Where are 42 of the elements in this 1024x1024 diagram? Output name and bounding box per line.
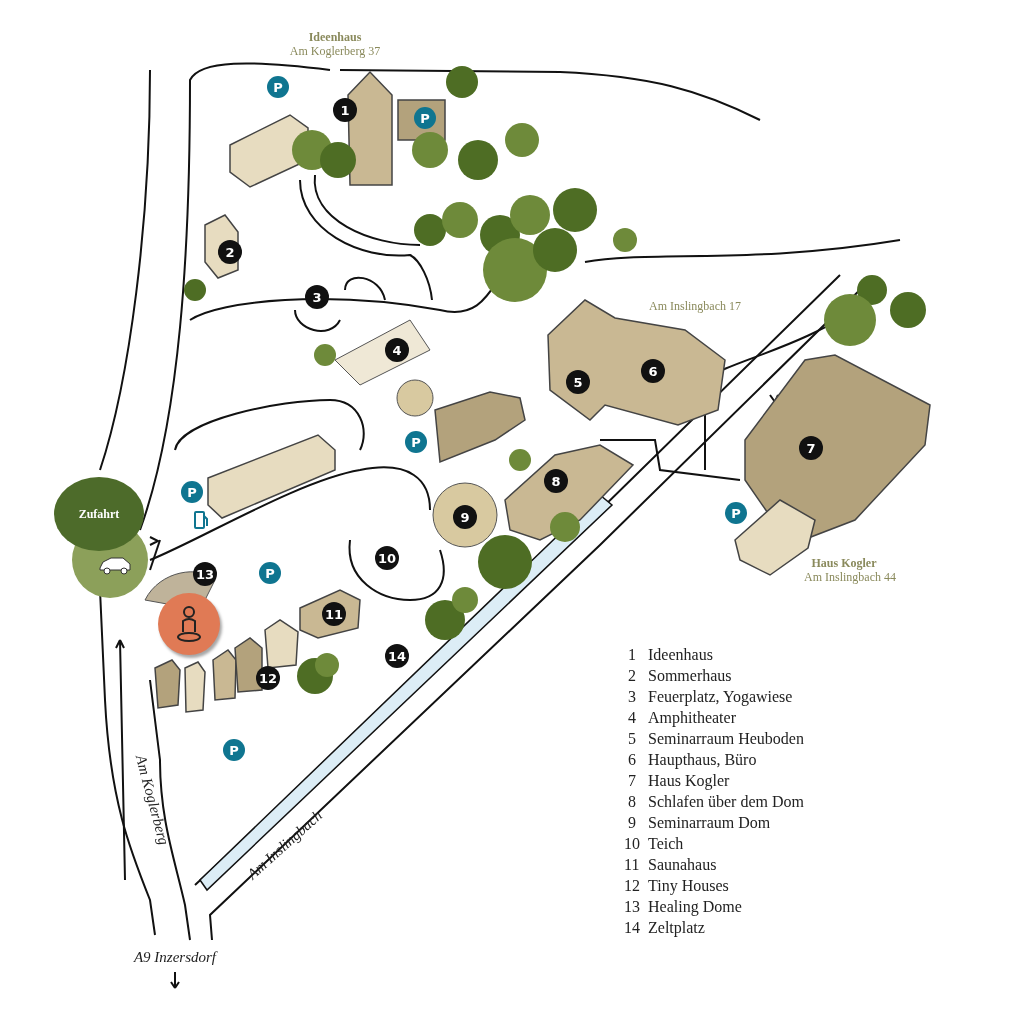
access-label: Zufahrt: [78, 506, 120, 522]
legend-entry: Amphitheater: [648, 709, 736, 727]
street-name: A9 Inzersdorf: [133, 948, 217, 966]
parking-sign: P: [181, 481, 203, 503]
building-name: Haus Kogler: [811, 555, 877, 571]
building-name: Ideenhaus: [308, 29, 362, 45]
street-name: Am Koglerberg: [131, 753, 173, 847]
legend-entry: Feuerplatz, Yogawiese: [648, 688, 793, 706]
parking-sign: P: [405, 431, 427, 453]
legend-entry: Healing Dome: [648, 898, 742, 916]
callout-number: 14: [385, 644, 409, 668]
legend-entry: Sommerhaus: [648, 667, 732, 685]
legend-number: 1: [627, 646, 636, 664]
legend-entry: Tiny Houses: [648, 877, 729, 895]
callout-number: 13: [193, 562, 217, 586]
legend-number: 4: [627, 709, 636, 727]
legend-entry: Seminarraum Dom: [648, 814, 771, 832]
legend-number: 9: [627, 814, 636, 832]
legend-entry: Teich: [648, 835, 684, 853]
address-label: Am Inslingbach 44: [804, 569, 896, 585]
callout-number: 1: [333, 98, 357, 122]
legend-entry: Seminarraum Heuboden: [648, 730, 804, 748]
callout-number: 10: [375, 546, 399, 570]
legend-entry: Saunahaus: [648, 856, 717, 874]
legend-entry: Ideenhaus: [648, 646, 713, 664]
address-label: Am Koglerberg 37: [289, 43, 381, 59]
legend-number: 3: [627, 688, 636, 706]
parking-sign: P: [725, 502, 747, 524]
legend-number: 6: [627, 751, 636, 769]
legend-entry: Schlafen über dem Dom: [648, 793, 804, 811]
legend-number: 2: [627, 667, 636, 685]
legend-number: 5: [627, 730, 636, 748]
legend-number: 8: [627, 793, 636, 811]
parking-sign: P: [267, 76, 289, 98]
legend-entry: Haupthaus, Büro: [648, 751, 757, 769]
address-label: Am Inslingbach 17: [649, 298, 741, 314]
legend-entry: Haus Kogler: [648, 772, 730, 790]
legend-entry: Zeltplatz: [648, 919, 705, 937]
legend-number: 7: [627, 772, 636, 790]
parking-sign: P: [223, 739, 245, 761]
callout-number: 3: [305, 285, 329, 309]
parking-sign: P: [259, 562, 281, 584]
